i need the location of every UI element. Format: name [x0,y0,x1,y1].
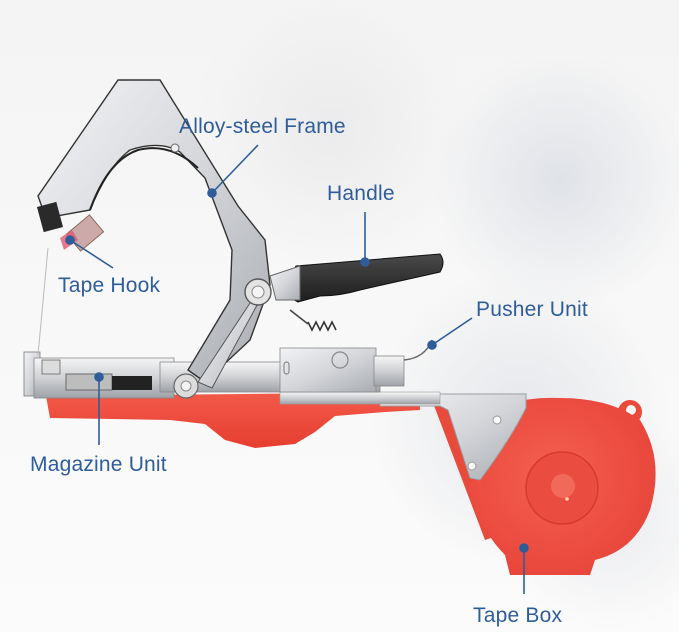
leader-lines [65,144,529,594]
label-tape-hook: Tape Hook [58,274,161,297]
label-alloy-steel-frame: Alloy-steel Frame [179,115,346,138]
label-tape-box: Tape Box [473,604,563,627]
label-pusher-unit: Pusher Unit [476,298,588,321]
label-magazine-unit: Magazine Unit [30,453,167,476]
bracket-plate [379,393,527,481]
handle-shape [269,253,444,303]
magazine-unit-shape [23,351,175,399]
spring [307,320,337,332]
tape-box-shape [470,397,656,575]
label-handle: Handle [327,182,395,205]
